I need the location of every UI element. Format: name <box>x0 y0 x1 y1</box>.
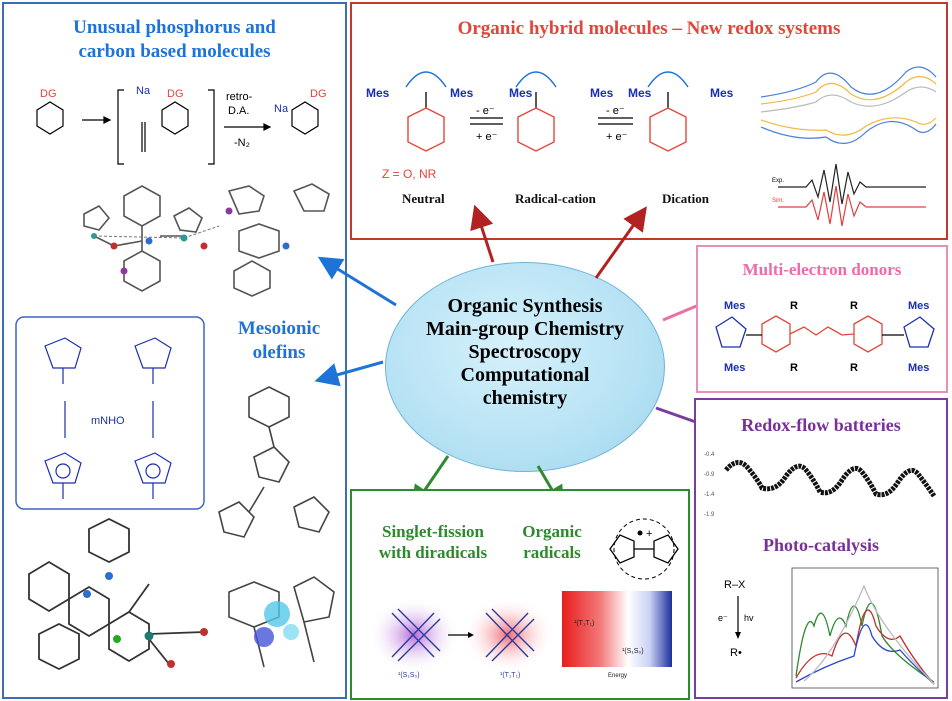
r-label: R <box>790 300 798 312</box>
crystal-structure-sodium <box>83 183 330 297</box>
panel-multi-electron-donors: Multi-electron donors Mes Mes Mes Mes R … <box>696 245 948 393</box>
cv-and-epr-spectra: Exp. Sim. <box>760 66 937 227</box>
hub-line: chemistry <box>482 387 568 409</box>
s1s0-map-label: ¹(S₁S₀) <box>622 648 644 655</box>
arrow-left-top <box>317 256 397 307</box>
z-note: Z = O, NR <box>382 167 437 181</box>
radical-cation-structure: + <box>609 518 679 580</box>
donor-molecule: Mes Mes Mes Mes R R R R <box>715 300 935 374</box>
svg-text:+: + <box>646 528 652 540</box>
panel-organic-hybrid: Organic hybrid molecules – New redox sys… <box>350 2 948 240</box>
photocatalysis-spectrum: R–X e⁻ hv R• <box>718 567 939 689</box>
panel-title-donors: Multi-electron donors <box>742 260 902 279</box>
hv-label: hv <box>744 613 754 623</box>
mnho-structures: mNHO <box>15 316 205 510</box>
panel-title-phosphorus: Unusual phosphorus and carbon based mole… <box>4 16 345 64</box>
arrow-top-right <box>594 206 647 279</box>
redox-flow-polymer: -0.4 -0.9 -1.4 -1.9 <box>704 452 937 518</box>
panel-title-hybrid: Organic hybrid molecules – New redox sys… <box>457 18 841 39</box>
panel-singlet-fission-radicals: Singlet-fission with diradicals Organic … <box>350 489 690 700</box>
hub-line: Spectroscopy <box>468 341 582 363</box>
panel-redox-flow-photocatalysis: Redox-flow batteries -0.4 -0.9 -1.4 -1.9… <box>694 398 948 699</box>
phosphinine-reaction-scheme: DG DG DG Na Na retro- D.A. -N₂ <box>36 85 327 165</box>
title-line: radicals <box>523 543 581 563</box>
hub-text: Organic Synthesis Main-group Chemistry S… <box>386 295 664 410</box>
na-label: Na <box>274 103 289 115</box>
exp-label: Exp. <box>772 178 784 184</box>
ytick: -1.9 <box>704 512 715 518</box>
e-label: e⁻ <box>718 613 728 623</box>
ortep-structures <box>218 386 335 668</box>
panel-title-redox-flow: Redox-flow batteries <box>741 415 901 435</box>
redox-series-scheme: Mes Mes Mes Mes Mes Mes - e⁻ + e⁻ - e⁻ +… <box>366 71 734 181</box>
n2-label: -N₂ <box>234 137 250 149</box>
title-line: olefins <box>252 341 306 363</box>
mes-label: Mes <box>724 362 745 374</box>
central-research-hub: Organic Synthesis Main-group Chemistry S… <box>385 262 665 472</box>
plus-e-label: + e⁻ <box>606 131 628 143</box>
mes-label: Mes <box>710 86 734 100</box>
hub-line: Main-group Chemistry <box>426 318 624 340</box>
title-line: carbon based molecules <box>78 40 271 62</box>
hub-line: Organic Synthesis <box>447 295 603 317</box>
ytick: -1.4 <box>704 492 715 498</box>
na-label: Na <box>136 85 151 97</box>
mes-label: Mes <box>908 362 929 374</box>
r-radical-label: R• <box>730 647 742 659</box>
title-line: Mesoionic <box>237 318 321 339</box>
title-line: with diradicals <box>378 543 488 563</box>
mes-label: Mes <box>509 86 533 100</box>
t1t1-map-label: ¹(T₁T₁) <box>574 620 594 627</box>
mes-label: Mes <box>366 86 390 100</box>
title-line: Organic <box>522 522 582 541</box>
mes-label: Mes <box>908 300 929 312</box>
r-label: R <box>790 362 798 374</box>
dication-label: Dication <box>662 191 709 206</box>
hub-line: Computational <box>460 364 590 386</box>
dg-label: DG <box>167 88 184 100</box>
dg-label: DG <box>40 88 57 100</box>
title-line: Unusual phosphorus and <box>73 17 276 38</box>
ytick: -0.9 <box>704 472 715 478</box>
mes-label: Mes <box>590 86 614 100</box>
title-line: Singlet-fission <box>381 522 485 541</box>
radical-cation-label: Radical-cation <box>515 191 596 206</box>
mnho-label: mNHO <box>91 415 125 427</box>
mesoionic-olefins-title: Mesoionic olefins <box>214 317 344 365</box>
panel-phosphorus-carbon: Unusual phosphorus and carbon based mole… <box>2 2 347 699</box>
da-label: D.A. <box>228 105 249 117</box>
retro-label: retro- <box>226 91 253 103</box>
r-label: R <box>850 300 858 312</box>
minus-e-label: - e⁻ <box>476 105 495 117</box>
arrow-left-mid <box>314 360 384 387</box>
rx-label: R–X <box>724 579 746 591</box>
ytick: -0.4 <box>704 452 715 458</box>
mes-label: Mes <box>628 86 652 100</box>
singlet-fission-title: Singlet-fission with diradicals <box>360 521 506 564</box>
energy-label: Energy <box>608 673 627 679</box>
panel-title-photocatalysis: Photo-catalysis <box>763 535 879 555</box>
arrow-top-left <box>470 204 495 263</box>
minus-e-label: - e⁻ <box>606 105 625 117</box>
singlet-fission-illustration: ¹(S₁S₀) ¹(T₁T₁) <box>372 597 552 679</box>
plus-e-label: + e⁻ <box>476 131 498 143</box>
dg-label: DG <box>310 88 327 100</box>
organic-radicals-title: Organic radicals <box>512 521 592 564</box>
neutral-label: Neutral <box>402 191 445 206</box>
sim-label: Sim. <box>772 198 784 204</box>
rhodium-complex-structure <box>28 517 208 671</box>
energy-surface-map: ¹(T₁T₁) ¹(S₁S₀) Energy <box>562 591 672 679</box>
t1t1-label: ¹(T₁T₁) <box>500 672 520 679</box>
mes-label: Mes <box>724 300 745 312</box>
mes-label: Mes <box>450 86 474 100</box>
r-label: R <box>850 362 858 374</box>
s1s0-label: ¹(S₁S₀) <box>398 672 420 679</box>
